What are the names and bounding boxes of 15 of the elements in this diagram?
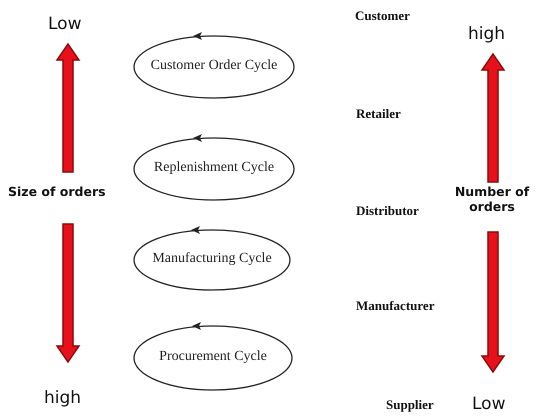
cycle-label: Procurement Cycle	[158, 349, 268, 365]
scale-label: high	[44, 388, 82, 408]
cycle-label: Customer Order Cycle	[150, 58, 278, 74]
stage-label: Manufacturer	[356, 298, 434, 314]
stage-label: Retailer	[356, 106, 401, 122]
scale-label: Low	[472, 394, 506, 414]
axis-label: Number of orders	[454, 184, 530, 214]
cycle-label: Replenishment Cycle	[152, 160, 276, 176]
cycle-label: Manufacturing Cycle	[151, 251, 273, 267]
axis-label: Size of orders	[8, 184, 106, 199]
stage-label: Customer	[355, 8, 410, 24]
stage-label: Supplier	[386, 397, 434, 413]
scale-label: Low	[48, 14, 82, 34]
stage-label: Distributor	[356, 203, 419, 219]
scale-label: high	[468, 24, 506, 44]
